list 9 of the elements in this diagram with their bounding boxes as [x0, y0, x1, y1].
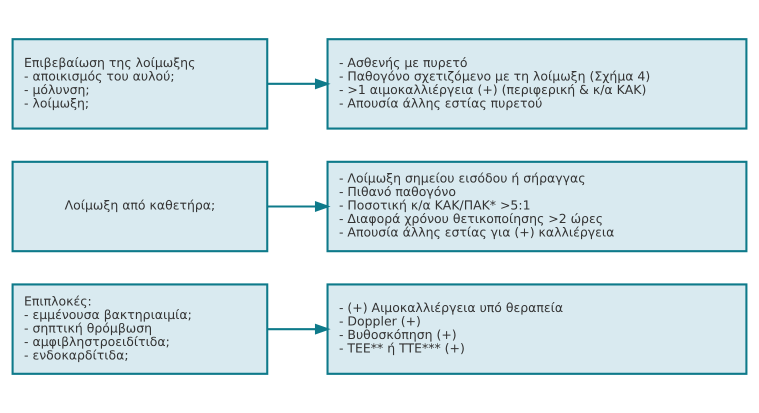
node-box: Λοίμωξη από καθετήρα;	[12, 160, 268, 252]
node-box: Επιπλοκές: - εμμένουσα βακτηριαιμία; - σηπτική θρόμβωση - αμφιβληστροειδίτιδα; - ενδοκαρδίτιδα;	[12, 283, 268, 375]
arrow	[267, 201, 331, 212]
arrow	[267, 324, 331, 335]
arrow	[267, 78, 331, 90]
node-box: - Λοίμωξη σημείου εισόδου ή σήραγγας - Πιθανό παθογόνο - Ποσοτική κ/α ΚΑΚ/ΠΑΚ* >5:1 - Διαφορά χρόνου θετικοποίησης >2 ώρες - Απουσία άλλης εστίας για (+) καλλιέργεια	[326, 160, 748, 252]
node-box: Επιβεβαίωση της λοίμωξης - αποικισμός του αυλού; - μόλυνση; - λοίμωξη;	[12, 38, 268, 130]
node-box: - (+) Αιμοκαλλιέργεια υπό θεραπεία - Doppler (+) - Βυθοσκόπηση (+) - TEE** ή TTE*** (+)	[326, 283, 748, 375]
node-box: - Ασθενής με πυρετό - Παθογόνο σχετιζόμενο με τη λοίμωξη (Σχήμα 4) - >1 αιμοκαλλιέργεια (+) (περιφερική & κ/α ΚΑΚ) - Απουσία άλλης εστίας πυρετού	[326, 38, 748, 130]
